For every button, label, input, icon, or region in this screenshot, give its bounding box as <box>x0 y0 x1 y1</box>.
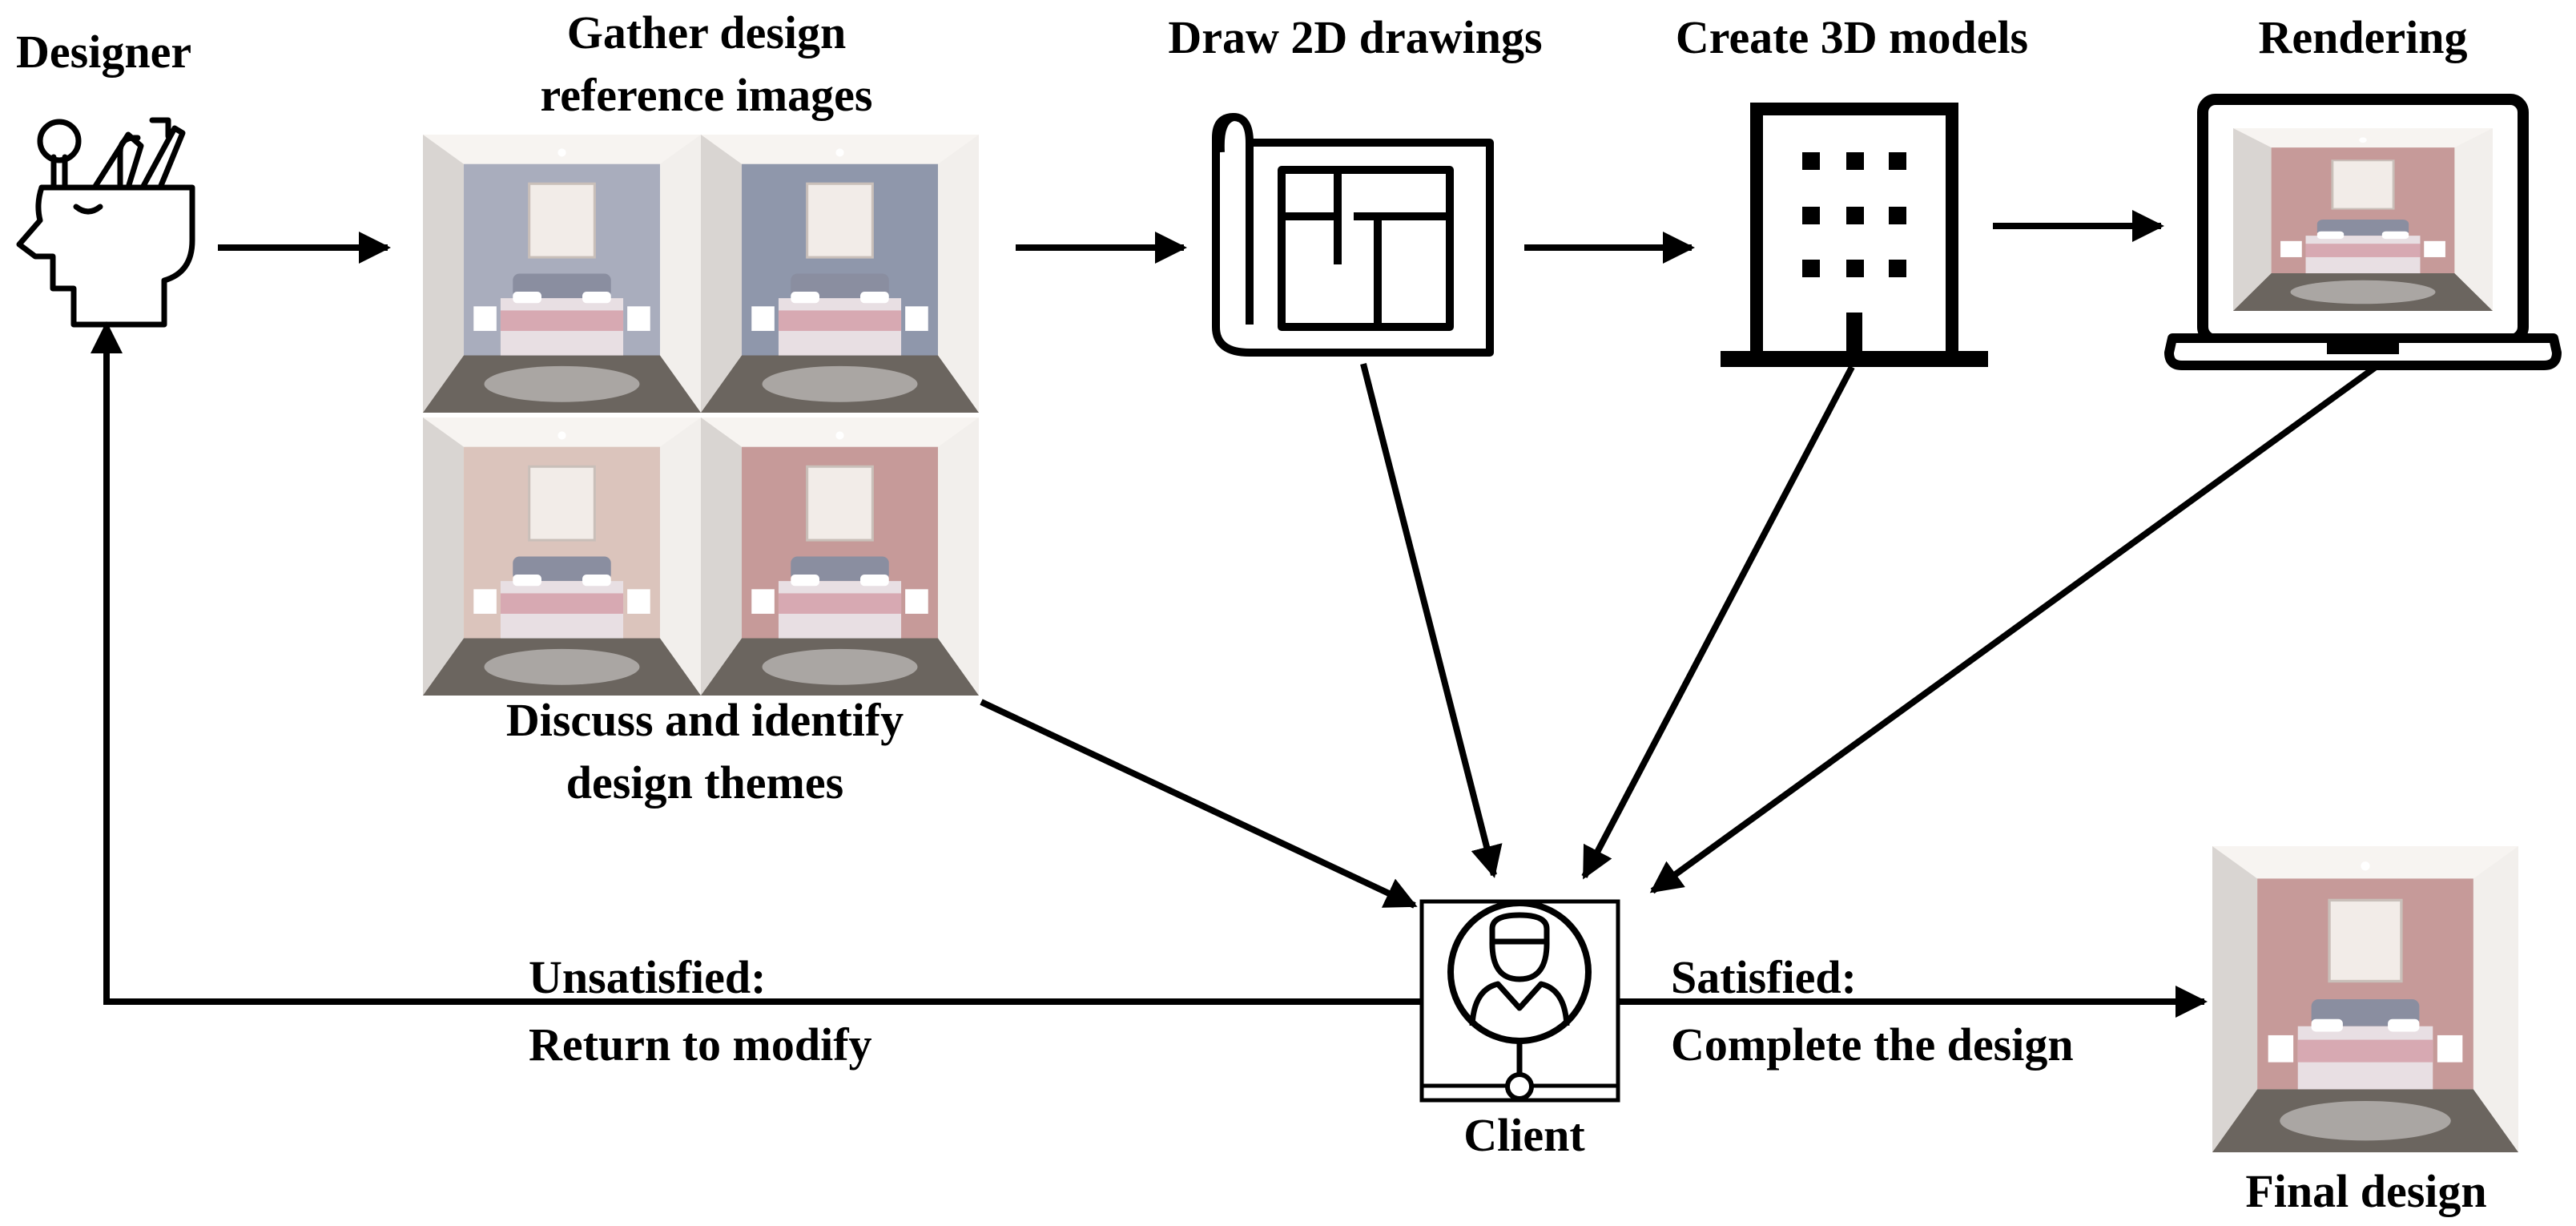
final-design-photo <box>2212 846 2518 1152</box>
client-label: Client <box>1463 1109 1585 1161</box>
satisfied-line2: Complete the design <box>1671 1018 2074 1071</box>
reference-photo-4 <box>699 416 979 697</box>
create3d-label: Create 3D models <box>1675 11 2029 63</box>
designer-head-icon <box>16 117 195 328</box>
building-icon <box>1721 103 1988 367</box>
gather-label: Gather design reference images <box>541 2 873 127</box>
discuss-label: Discuss and identify design themes <box>506 689 904 815</box>
reference-photo-1 <box>423 135 702 414</box>
discuss-label-line2: design themes <box>566 756 844 809</box>
draw2d-label: Draw 2D drawings <box>1168 11 1543 63</box>
designer-label: Designer <box>16 26 192 78</box>
reference-photo-3 <box>423 416 702 697</box>
arrow-render-to-client <box>1649 364 2378 894</box>
gather-label-line1: Gather design <box>566 6 847 58</box>
blueprint-icon <box>1212 113 1494 357</box>
rendering-label: Rendering <box>2258 11 2468 63</box>
arrow-create-to-client <box>1581 365 1855 880</box>
client-icon <box>1419 899 1620 1103</box>
rendering-screen-photo <box>2233 128 2493 311</box>
flow-arrows <box>91 210 2378 1018</box>
unsatisfied-line2: Return to modify <box>529 1018 872 1071</box>
arrow-discuss-to-client <box>980 699 1418 909</box>
reference-images-grid <box>423 135 979 697</box>
final-design-image <box>2212 846 2518 1152</box>
unsatisfied-line1: Unsatisfied: <box>529 951 767 1003</box>
arrow-unsatisfied-return <box>91 321 1422 1005</box>
satisfied-label: Satisfied: Complete the design <box>1671 944 2074 1079</box>
satisfied-line1: Satisfied: <box>1671 951 1857 1003</box>
reference-images-collage <box>423 135 979 700</box>
unsatisfied-label: Unsatisfied: Return to modify <box>529 944 872 1079</box>
discuss-label-line1: Discuss and identify <box>505 694 904 746</box>
gather-label-line2: reference images <box>540 69 873 122</box>
final-design-label: Final design <box>2245 1165 2487 1217</box>
rendering-image <box>2233 128 2493 311</box>
reference-photo-2 <box>699 135 979 414</box>
arrow-draw-to-client <box>1360 363 1503 878</box>
